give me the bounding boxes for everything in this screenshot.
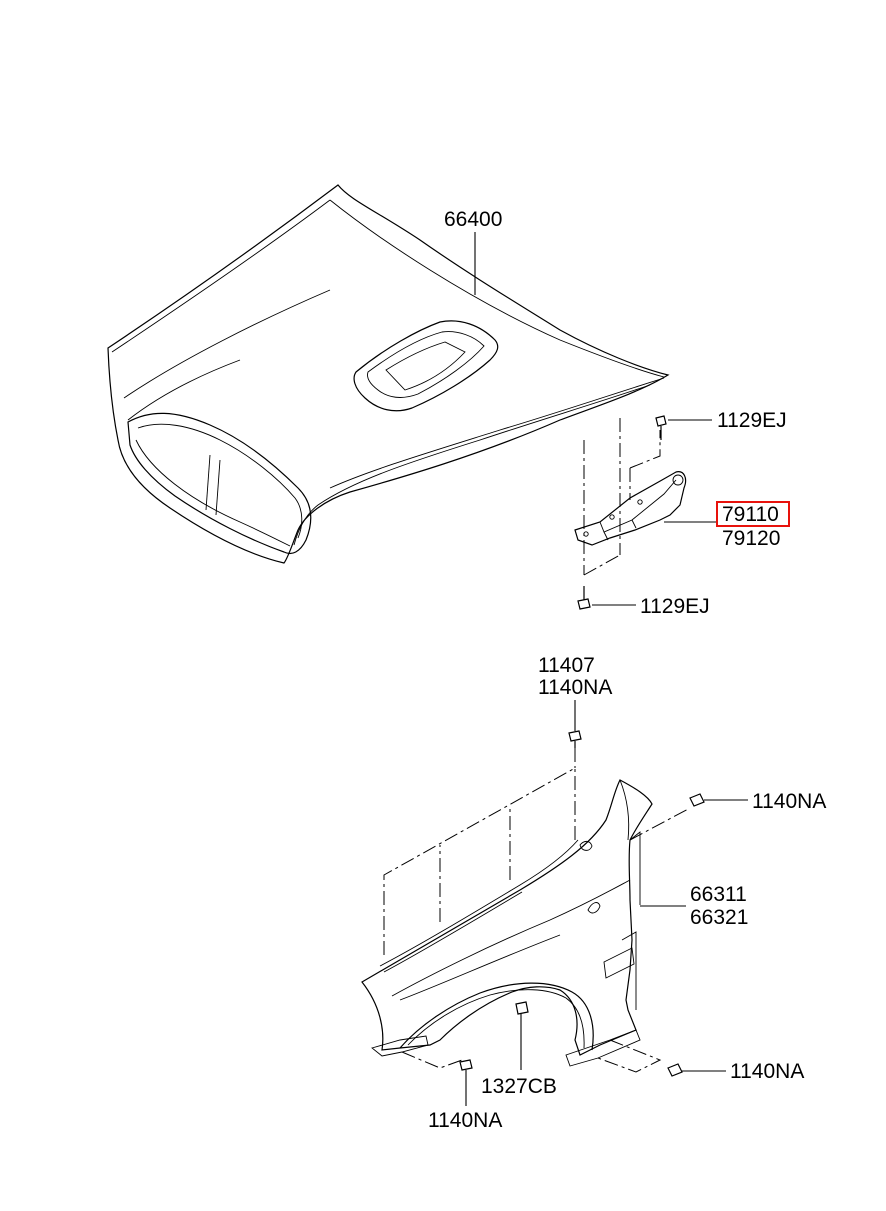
label-fender-rh[interactable]: 66321 xyxy=(690,906,748,929)
bolt-fender-rear-icon xyxy=(667,1063,726,1077)
label-fender-lh[interactable]: 66311 xyxy=(690,883,747,906)
label-bolt-fender-rear[interactable]: 1140NA xyxy=(730,1060,804,1083)
bolt-hinge-bottom-icon xyxy=(577,586,591,610)
label-bolt-fender-top-b[interactable]: 1140NA xyxy=(538,676,612,699)
bolt-fender-side-icon xyxy=(689,793,748,807)
label-hinge-lh[interactable]: 79110 xyxy=(722,503,779,526)
bolt-fender-front-icon xyxy=(459,1059,473,1106)
highlight-box-79110 xyxy=(716,501,790,527)
label-bolt-fender-side[interactable]: 1140NA xyxy=(752,790,826,813)
label-bolt-hinge-top[interactable]: 1129EJ xyxy=(717,409,787,432)
label-bolt-hinge-bottom[interactable]: 1129EJ xyxy=(640,595,710,618)
hood-drawing[interactable] xyxy=(107,184,670,564)
label-hinge-rh[interactable]: 79120 xyxy=(722,527,780,550)
nut-fender-icon xyxy=(515,1001,529,1070)
fender-drawing[interactable] xyxy=(361,700,748,1106)
label-hood[interactable]: 66400 xyxy=(444,208,502,231)
label-nut-fender[interactable]: 1327CB xyxy=(481,1075,557,1098)
label-bolt-fender-front[interactable]: 1140NA xyxy=(428,1109,502,1132)
label-bolt-fender-top-a[interactable]: 11407 xyxy=(538,654,595,677)
hood-hinge-drawing[interactable] xyxy=(574,415,716,610)
bolt-hinge-top-icon xyxy=(655,415,667,440)
bolt-fender-top-icon xyxy=(568,700,582,748)
